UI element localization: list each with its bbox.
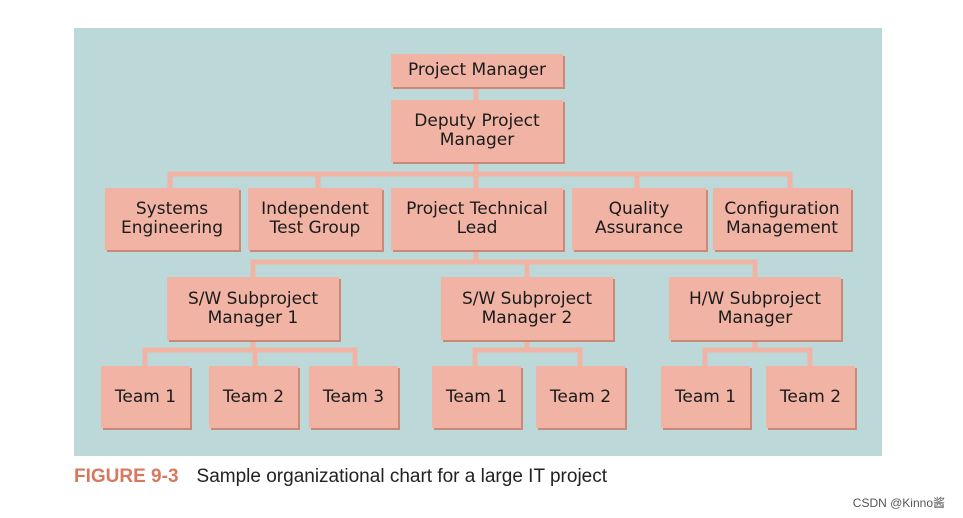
- connector-sw2-teams: [472, 337, 583, 369]
- node-label: Team 2: [222, 386, 285, 407]
- node-sw-subproject-manager-1: S/W Subproject Manager 1: [167, 277, 339, 340]
- node-sw1-team-3: Team 3: [309, 366, 398, 428]
- connector-deputy-level2: [167, 159, 793, 191]
- node-label: Project Manager: [407, 60, 547, 80]
- figure-caption: FIGURE 9-3 Sample organizational chart fo…: [74, 466, 607, 490]
- node-systems-engineering: Systems Engineering: [105, 188, 239, 250]
- node-project-manager: Project Manager: [391, 54, 563, 87]
- node-sw1-team-1: Team 1: [101, 366, 190, 428]
- node-sw2-team-2: Team 2: [536, 366, 625, 428]
- node-label: Team 1: [445, 386, 508, 407]
- node-configuration-management: Configuration Management: [713, 188, 851, 250]
- node-label: Deputy Project Manager: [414, 111, 540, 150]
- node-label: Team 3: [322, 386, 385, 407]
- node-label: S/W Subproject Manager 1: [187, 288, 319, 328]
- connector-techlead-subprojects: [250, 247, 758, 280]
- node-label: Systems Engineering: [121, 199, 223, 238]
- node-sw1-team-2: Team 2: [209, 366, 298, 428]
- node-sw2-team-1: Team 1: [432, 366, 521, 428]
- node-label: Configuration Management: [724, 199, 840, 238]
- node-hw-team-2: Team 2: [766, 366, 855, 428]
- node-label: Quality Assurance: [594, 199, 684, 238]
- node-hw-subproject-manager: H/W Subproject Manager: [669, 277, 841, 340]
- node-independent-test-group: Independent Test Group: [248, 188, 382, 250]
- connector-hw-teams: [702, 337, 813, 369]
- node-label: S/W Subproject Manager 2: [461, 288, 593, 328]
- node-label: Project Technical Lead: [406, 199, 548, 238]
- node-hw-team-1: Team 1: [661, 366, 750, 428]
- node-sw-subproject-manager-2: S/W Subproject Manager 2: [441, 277, 613, 340]
- node-project-technical-lead: Project Technical Lead: [391, 188, 563, 250]
- node-deputy-project-manager: Deputy Project Manager: [391, 100, 563, 162]
- figure-caption-text: Sample organizational chart for a large …: [196, 466, 608, 487]
- watermark: CSDN @Kinno酱: [852, 496, 945, 510]
- figure-label: FIGURE 9-3: [74, 466, 179, 487]
- node-label: Team 2: [549, 386, 612, 407]
- node-label: Independent Test Group: [261, 199, 369, 238]
- node-label: Team 1: [114, 386, 177, 407]
- node-label: Team 2: [779, 386, 842, 407]
- node-quality-assurance: Quality Assurance: [572, 188, 706, 250]
- connector-sw1-teams: [142, 337, 358, 369]
- node-label: H/W Subproject Manager: [688, 288, 822, 328]
- node-label: Team 1: [674, 386, 737, 407]
